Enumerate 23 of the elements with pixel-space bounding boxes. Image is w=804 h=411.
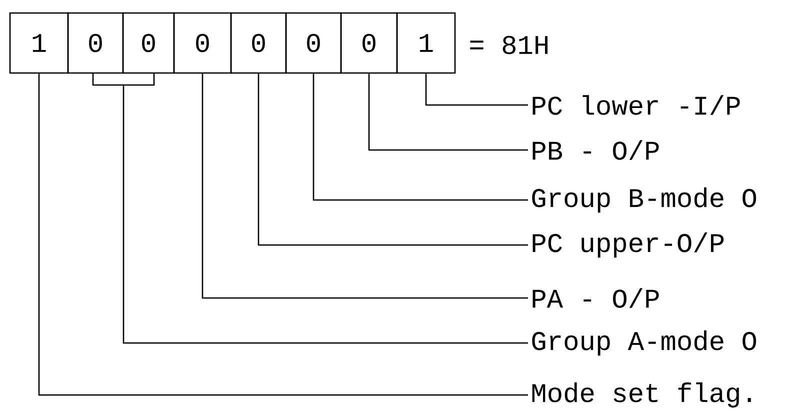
value-label: = 81H — [470, 36, 548, 54]
leader-line — [312, 74, 528, 201]
bit-label: Group A-mode O — [532, 330, 756, 356]
bit-cell: 0 — [285, 12, 342, 74]
bit-cell: 0 — [230, 12, 287, 74]
bit-cell: 0 — [340, 12, 398, 74]
leader-line — [368, 74, 528, 151]
bit-label: PB - O/P — [532, 140, 659, 160]
bit-label: PC lower -I/P — [532, 95, 740, 115]
bit-cell: 0 — [122, 12, 175, 74]
leader-line — [258, 74, 528, 246]
leader-line — [38, 74, 528, 396]
bit-cell: 1 — [396, 12, 456, 74]
bit-label: PA - O/P — [532, 288, 659, 308]
bit-label: PC upper-O/P — [532, 232, 724, 258]
bit-label: Group B-mode O — [532, 187, 756, 213]
bit-cell: 0 — [67, 12, 124, 74]
leader-line — [202, 74, 528, 299]
leader-line — [425, 74, 528, 106]
bit-cell: 1 — [9, 12, 69, 74]
bit-cell: 0 — [173, 12, 232, 74]
leader-line — [92, 72, 529, 344]
bit-label: Mode set flag. — [532, 382, 751, 408]
